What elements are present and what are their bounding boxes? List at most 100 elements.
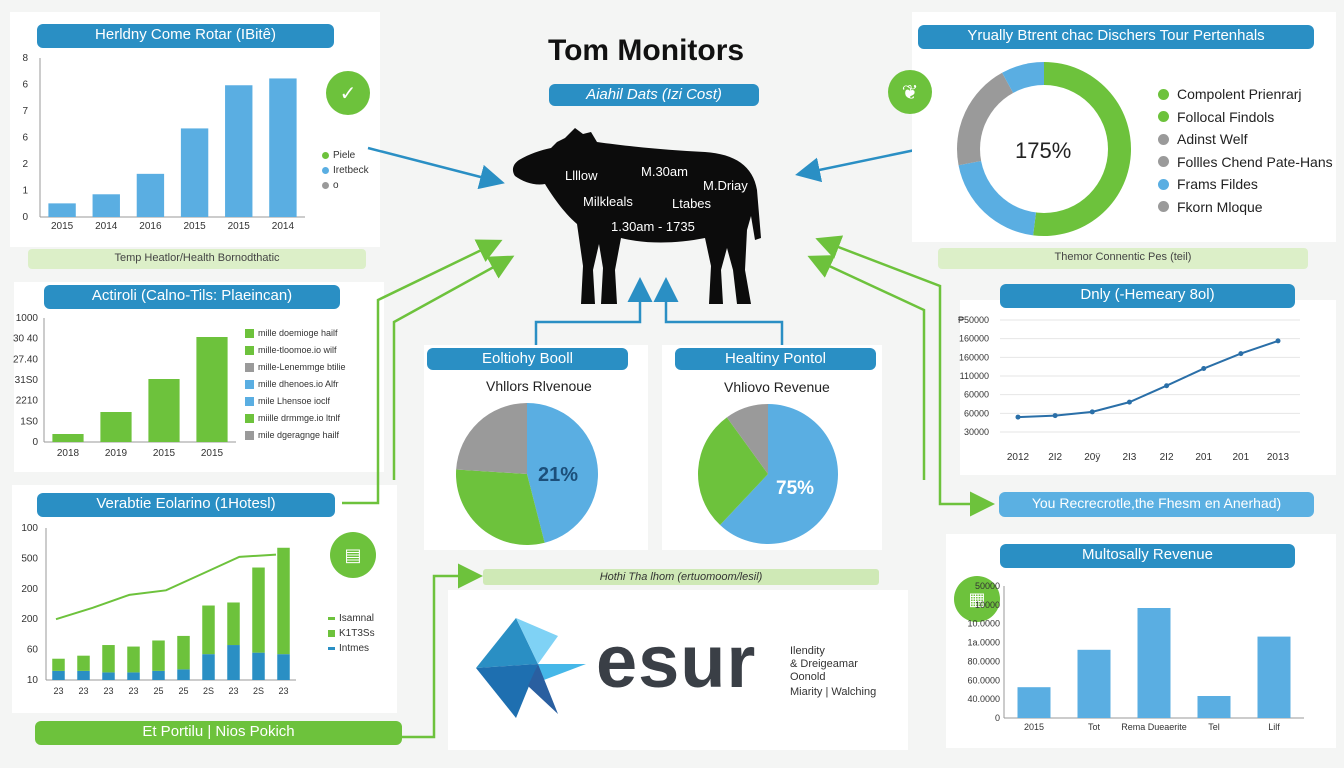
- panel-activity-title: Actiroli (Calno-Tils: Plaeincan): [44, 285, 340, 309]
- page-title: Tom Monitors: [548, 34, 745, 67]
- data-point: [1201, 366, 1207, 372]
- x-tick-label: Tot: [1088, 722, 1101, 732]
- legend-item: Intmes: [328, 643, 369, 654]
- y-tick-label: 10.0000: [967, 619, 1000, 629]
- bar: [202, 605, 215, 655]
- panel-daily-title: Dnly (-Hemeary 8ol): [1000, 284, 1295, 308]
- bar: [52, 434, 84, 442]
- bar: [152, 640, 165, 671]
- bar: [252, 652, 265, 680]
- panel-monthly-title: Multosally Revenue: [1000, 544, 1295, 568]
- cow-label: M.Driay: [703, 178, 748, 193]
- yearly-donut-chart: [957, 62, 1131, 237]
- bar: [77, 655, 90, 671]
- bar: [52, 670, 65, 680]
- pie-slice: [527, 403, 598, 543]
- panel-variable-footer: Et Portilu | Nios Pokich: [35, 721, 402, 745]
- pie-right-center: 75%: [776, 478, 815, 499]
- cow-silhouette: [512, 128, 761, 304]
- x-tick-label: 2I2: [1048, 452, 1062, 463]
- legend-item: Fkorn Mloque: [1158, 199, 1263, 215]
- x-tick-label: Rema Dueaerite: [1121, 722, 1187, 732]
- data-point: [1052, 413, 1058, 419]
- legend-item: Isamnal: [328, 613, 374, 624]
- y-tick-label: 500: [21, 553, 38, 564]
- cow-label: 1.30am - 1735: [611, 219, 695, 234]
- x-tick-label: 23: [78, 686, 88, 696]
- pie-right-chart: [698, 404, 838, 544]
- bar: [225, 85, 253, 217]
- pie-slice: [726, 404, 768, 474]
- legend-item: Follles Chend Pate-Hans: [1158, 154, 1333, 170]
- x-tick-label: 2014: [95, 221, 118, 232]
- bar: [1077, 649, 1111, 718]
- panel-heart-rate-title: Herldny Come Rotar (IBitê): [37, 24, 334, 48]
- check-icon[interactable]: ✓: [326, 71, 370, 115]
- bar: [148, 379, 180, 442]
- y-tick-label: 100: [21, 523, 38, 534]
- y-tick-label: 110000: [960, 371, 989, 381]
- pie-left-title: Eoltiohy Booll: [427, 348, 628, 370]
- bar: [127, 646, 140, 673]
- pie-slice: [456, 469, 545, 545]
- bar: [227, 602, 240, 646]
- bar: [177, 635, 190, 670]
- legend-item: mille-Lenemmge btilie: [245, 362, 346, 372]
- bar: [92, 194, 120, 217]
- x-tick-label: 2015: [201, 448, 224, 459]
- x-tick-label: 25: [178, 686, 188, 696]
- logo-wordmark: esur: [596, 620, 757, 703]
- y-tick-label: 0: [22, 212, 28, 223]
- donut-center: 175%: [1015, 138, 1072, 163]
- y-tick-label: 1S0: [20, 416, 38, 427]
- x-tick-label: 2015: [153, 448, 176, 459]
- cow-label: M.30am: [641, 164, 688, 179]
- y-tick-label: 10000: [975, 600, 1000, 610]
- panel-heart-rate-footer: Temp Heatlor/Health Bornodthatic: [28, 249, 366, 269]
- legend-item: Compolent Prienrarj: [1158, 86, 1302, 102]
- legend-item: mile dgeragnge hailf: [245, 430, 339, 440]
- panel-yearly-title: Yrually Btrent chac Dischers Tour Perten…: [918, 25, 1314, 49]
- panel-daily: [960, 300, 1336, 475]
- y-tick-label: 8: [22, 53, 28, 64]
- bar: [152, 670, 165, 680]
- monthly-bar-chart: 040.000060.000080.00001a.000010.00001000…: [967, 581, 1304, 732]
- pie-right-subtitle: Vhliovo Revenue: [724, 379, 830, 395]
- pie-slice: [456, 403, 527, 474]
- cow-label: Llllow: [565, 168, 598, 183]
- leaf-icon[interactable]: ❦: [888, 70, 932, 114]
- logo-tagline: Ilendity: [790, 645, 825, 657]
- data-point: [1275, 338, 1281, 344]
- x-tick-label: 2014: [272, 221, 295, 232]
- bar: [1137, 608, 1171, 718]
- x-tick-label: 2013: [1267, 452, 1290, 463]
- x-tick-label: 23: [128, 686, 138, 696]
- bar: [180, 128, 209, 217]
- pie-slice: [720, 404, 838, 544]
- y-tick-label: 30 40: [13, 334, 38, 345]
- bar: [252, 567, 265, 653]
- x-tick-label: 2015: [228, 221, 251, 232]
- x-tick-label: 23: [103, 686, 113, 696]
- y-tick-label: 40.0000: [967, 694, 1000, 704]
- x-tick-label: 2019: [105, 448, 128, 459]
- pie-left-center: 21%: [538, 464, 579, 486]
- x-tick-label: 201: [1233, 452, 1250, 463]
- x-tick-label: 2015: [183, 221, 206, 232]
- y-tick-label: 6: [22, 80, 28, 91]
- panel-variable-title: Verabtie Eolarino (1Hotesl): [37, 493, 335, 517]
- cow-label: Milkleals: [583, 194, 633, 209]
- y-tick-label: 160000: [959, 334, 989, 344]
- x-tick-label: 201: [1195, 452, 1212, 463]
- bar: [102, 645, 115, 673]
- calendar-icon[interactable]: ▤: [330, 532, 376, 578]
- x-tick-label: 23: [53, 686, 63, 696]
- y-tick-label: 0: [32, 437, 38, 448]
- x-tick-label: 2015: [1024, 722, 1044, 732]
- y-tick-label: 60.0000: [967, 675, 1000, 685]
- bar: [269, 78, 297, 217]
- data-point: [1126, 399, 1132, 405]
- document-icon[interactable]: ▦: [954, 576, 1000, 622]
